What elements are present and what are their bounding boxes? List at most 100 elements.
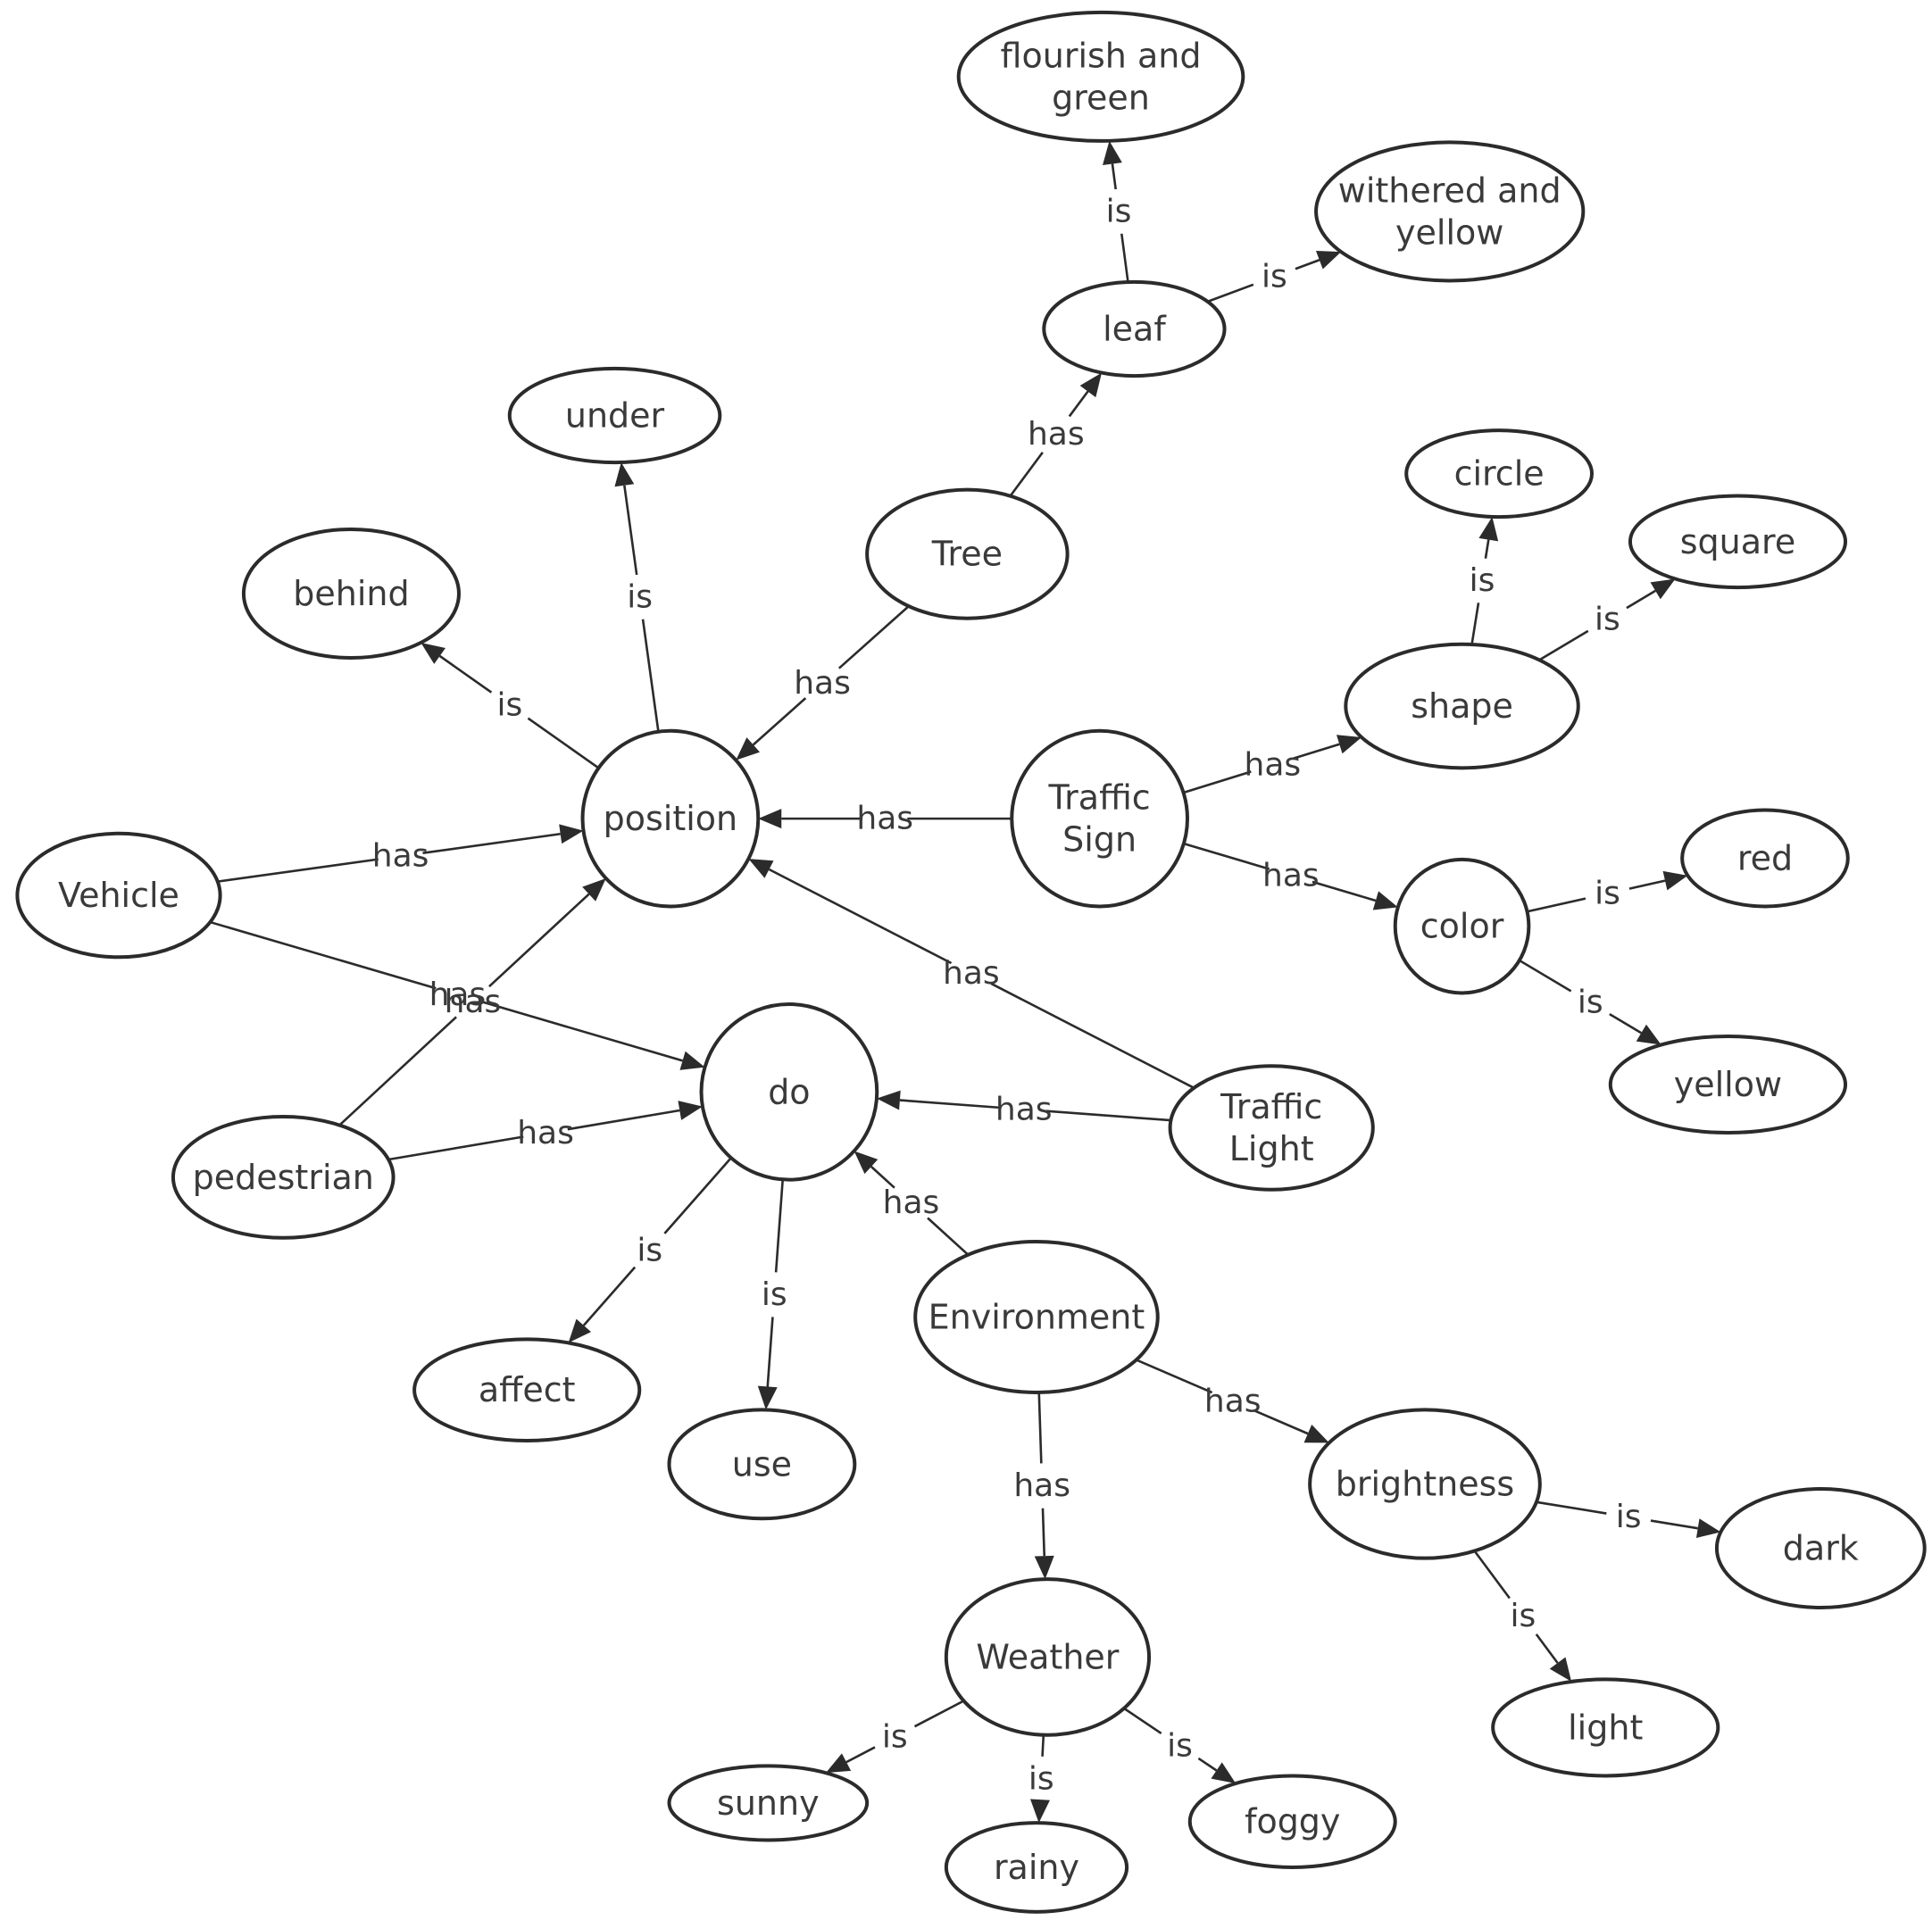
edge-line <box>1009 452 1044 497</box>
edge-line <box>1527 897 1586 913</box>
arrowhead-icon <box>757 1385 778 1410</box>
edge-color-to-yellow: is <box>1519 959 1661 1045</box>
arrowhead-icon <box>748 859 774 878</box>
edge-line <box>1626 589 1656 610</box>
node-label: Traffic <box>1220 1087 1322 1126</box>
node-label: affect <box>479 1370 576 1409</box>
edge-line <box>1068 390 1089 418</box>
edge-do-to-use: is <box>757 1179 787 1410</box>
edge-line <box>1519 959 1572 993</box>
edge-tree-to-leaf: has <box>1009 372 1102 497</box>
arrowhead-icon <box>1211 1762 1237 1783</box>
arrowhead-icon <box>1695 1518 1721 1539</box>
arrowhead-icon <box>421 642 446 664</box>
edge-line <box>422 832 561 854</box>
node-ellipse <box>241 527 461 661</box>
node-ellipse <box>1314 140 1586 283</box>
edge-environment-to-weather: has <box>1013 1392 1070 1580</box>
edge-line <box>1312 880 1377 902</box>
edge-label: is <box>1595 601 1620 637</box>
edge-label: has <box>372 838 429 875</box>
node-ellipse <box>1308 1408 1542 1560</box>
edge-label: has <box>1204 1383 1262 1419</box>
node-label: rainy <box>994 1848 1079 1887</box>
edge-position-to-under: is <box>614 462 660 732</box>
edge-line <box>1111 163 1117 190</box>
node-label: Sign <box>1062 820 1137 860</box>
node-light: light <box>1491 1677 1720 1778</box>
node-ellipse <box>1393 857 1531 995</box>
arrowhead-icon <box>1315 250 1342 270</box>
node-ellipse <box>1491 1677 1720 1778</box>
edge-line <box>837 605 910 669</box>
node-color: color <box>1393 857 1531 995</box>
edges-layer: isishashasisishashashasisisisishashashas… <box>210 140 1721 1824</box>
edge-line <box>1473 1550 1511 1600</box>
edge-line <box>1470 603 1480 645</box>
edge-weather-to-rainy: is <box>1028 1734 1054 1824</box>
arrowhead-icon <box>1650 578 1676 600</box>
node-weather: Weather <box>944 1577 1152 1737</box>
edge-brightness-to-light: is <box>1473 1550 1572 1682</box>
node-ellipse <box>1187 1774 1397 1869</box>
edge-label: is <box>1028 1760 1054 1797</box>
edge-trafficsign-to-color: has <box>1183 842 1398 910</box>
edge-line <box>338 1016 457 1126</box>
edge-trafficsign-to-shape: has <box>1183 735 1362 794</box>
node-do: do <box>699 1002 879 1182</box>
node-ellipse <box>944 1821 1129 1914</box>
arrowhead-icon <box>568 1318 592 1343</box>
edge-label: is <box>1616 1499 1642 1535</box>
node-ellipse <box>1404 428 1595 519</box>
node-foggy: foggy <box>1187 1774 1397 1869</box>
arrowhead-icon <box>736 737 761 761</box>
edge-label: has <box>943 955 1000 992</box>
edge-line <box>641 619 660 732</box>
node-yellow: yellow <box>1608 1034 1848 1135</box>
edge-label: has <box>883 1184 940 1221</box>
node-label: flourish and <box>1001 36 1202 75</box>
node-ellipse <box>865 487 1070 620</box>
edge-label: is <box>627 578 653 615</box>
node-label: Tree <box>931 535 1003 574</box>
edge-pedestrian-to-do: has <box>387 1101 703 1161</box>
edge-line <box>1609 1012 1643 1035</box>
node-label: withered and <box>1338 170 1561 210</box>
node-label: Light <box>1229 1129 1314 1168</box>
node-ellipse <box>913 1239 1160 1394</box>
edge-weather-to-foggy: is <box>1123 1707 1237 1783</box>
node-ellipse <box>944 1577 1152 1737</box>
node-label: brightness <box>1336 1464 1514 1503</box>
node-environment: Environment <box>913 1239 1160 1394</box>
edge-leaf-to-withered: is <box>1207 250 1342 303</box>
edge-line <box>1183 770 1252 794</box>
arrowhead-icon <box>1478 516 1499 542</box>
node-label: square <box>1680 522 1795 561</box>
arrowhead-icon <box>1034 1555 1054 1580</box>
node-ellipse <box>699 1002 879 1182</box>
node-ellipse <box>667 1764 870 1842</box>
edge-line <box>1041 1508 1046 1557</box>
edge-trafficsign-to-position: has <box>758 801 1012 837</box>
node-ellipse <box>507 366 722 465</box>
node-label: foggy <box>1245 1802 1340 1841</box>
edge-line <box>1253 1409 1309 1435</box>
node-ellipse <box>667 1408 857 1521</box>
arrowhead-icon <box>1549 1657 1572 1682</box>
edge-line <box>1183 842 1270 870</box>
edge-label: has <box>1245 746 1302 783</box>
node-label: circle <box>1454 454 1545 494</box>
edge-label: is <box>1510 1598 1536 1634</box>
edge-label: has <box>1028 416 1085 453</box>
node-label: color <box>1420 907 1504 946</box>
edge-line <box>1295 259 1320 270</box>
edge-line <box>438 654 493 694</box>
edge-position-to-behind: is <box>421 642 600 769</box>
edge-line <box>1484 539 1490 559</box>
node-label: do <box>768 1072 810 1111</box>
edge-weather-to-sunny: is <box>825 1700 965 1774</box>
